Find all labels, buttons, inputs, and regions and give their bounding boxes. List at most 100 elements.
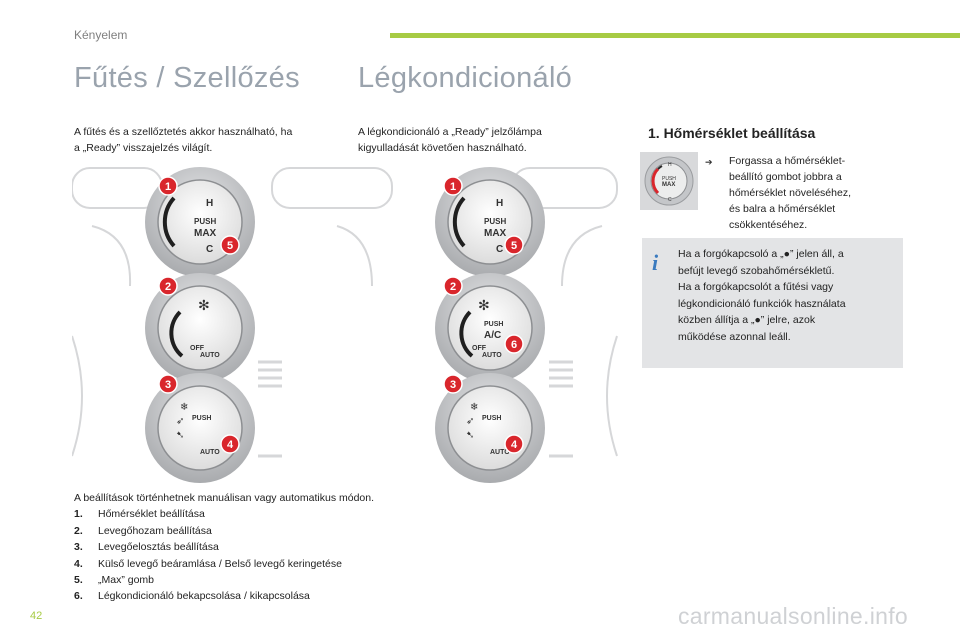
legend-number: 6. (74, 590, 83, 603)
max-label: MAX (194, 228, 217, 239)
push-label: PUSH (484, 321, 503, 328)
legend-number: 2. (74, 524, 83, 537)
header-accent-bar (390, 33, 960, 38)
info-line: befújt levegő szobahőmérsékletű. (678, 264, 835, 277)
instruction-line: beállító gombot jobbra a (729, 171, 842, 183)
fan-icon: ✻ (198, 297, 210, 313)
knob-distribution-left: ❄ ➶ ➷ PUSH AUTO (145, 373, 255, 483)
legend-text: Levegőelosztás beállítása (98, 541, 219, 554)
temp-high-label: H (206, 198, 213, 209)
temp-low-label: C (496, 244, 503, 255)
fan-icon: ✻ (478, 297, 490, 313)
airflow-feet-icon: ➷ (466, 430, 474, 441)
auto-label: AUTO (200, 449, 220, 456)
marker-number: 5 (227, 240, 233, 252)
push-label: PUSH (482, 415, 501, 422)
push-label: PUSH (192, 415, 211, 422)
marker-5-right: 5 (504, 235, 524, 255)
airflow-face-icon: ➶ (176, 416, 184, 427)
legend-intro: A beállítások történhetnek manuálisan va… (74, 492, 375, 504)
knob-h-label: H (668, 162, 672, 168)
off-label: OFF (190, 345, 205, 352)
marker-3-right: 3 (443, 374, 463, 394)
marker-number: 4 (227, 439, 234, 451)
info-line: működése azonnal leáll. (678, 330, 791, 343)
push-label: PUSH (484, 217, 506, 226)
airflow-feet-icon: ➷ (176, 430, 184, 441)
marker-2-right: 2 (443, 276, 463, 296)
info-icon: i (652, 250, 659, 275)
temperature-instructions: ➔ Forgassa a hőmérséklet- beállító gombo… (705, 153, 905, 233)
watermark: carmanualsonline.info (677, 603, 908, 629)
temp-low-label: C (206, 244, 213, 255)
legend-item: 3. Levegőelosztás beállítása (74, 539, 374, 555)
marker-3-left: 3 (158, 374, 178, 394)
info-box (642, 238, 903, 368)
legend-number: 4. (74, 557, 83, 570)
legend-item: 6. Légkondicionáló bekapcsolása / kikapcs… (74, 588, 374, 604)
marker-number: 6 (511, 339, 517, 351)
marker-number: 1 (450, 181, 456, 193)
marker-number: 4 (511, 439, 518, 451)
temp-high-label: H (496, 198, 503, 209)
knob-c-label: C (668, 197, 672, 203)
heading-temperature: 1. Hőmérséklet beállítása (648, 125, 816, 141)
section-label: Kényelem (74, 28, 128, 42)
intro-ac-line: kigyulladását követően használható. (358, 142, 527, 154)
legend-item: 4. Külső levegő beáramlása / Belső levegő… (74, 556, 374, 572)
temperature-knob-illustration: H PUSH MAX C (640, 152, 698, 210)
marker-number: 2 (165, 281, 171, 293)
ac-label: A/C (484, 330, 501, 341)
defrost-icon: ❄ (470, 402, 478, 413)
info-line: Ha a forgókapcsoló a „●” jelen áll, a (678, 248, 844, 260)
marker-number: 2 (450, 281, 456, 293)
info-line: Ha a forgókapcsolót a fűtési vagy (678, 281, 834, 293)
legend-item: 5. „Max” gomb (74, 572, 374, 588)
legend-number: 5. (74, 574, 83, 587)
instruction-line: Forgassa a hőmérséklet- (729, 155, 846, 167)
legend-text: Hőmérséklet beállítása (98, 508, 205, 521)
marker-5-left: 5 (220, 235, 240, 255)
instruction-line: és balra a hőmérséklet (729, 203, 836, 215)
airflow-face-icon: ➶ (466, 416, 474, 427)
legend-item: 1. Hőmérséklet beállítása (74, 506, 374, 522)
knob-push-label: PUSH (662, 176, 676, 182)
push-label: PUSH (194, 217, 216, 226)
legend-item: 2. Levegőhozam beállítása (74, 523, 374, 539)
marker-number: 1 (165, 181, 171, 193)
marker-2-left: 2 (158, 276, 178, 296)
off-label: OFF (472, 345, 487, 352)
defrost-icon: ❄ (180, 402, 188, 413)
legend-text: Külső levegő beáramlása / Belső levegő k… (98, 557, 342, 570)
auto-label: AUTO (490, 449, 510, 456)
intro-heating-line: A fűtés és a szellőztetés akkor használh… (74, 126, 293, 138)
info-text: Ha a forgókapcsoló a „●” jelen áll, a be… (678, 246, 893, 345)
info-line: közben állítja a „●” jelre, azok (678, 314, 816, 326)
intro-heating: A fűtés és a szellőztetés akkor használh… (74, 124, 292, 156)
legend-text: Levegőhozam beállítása (98, 524, 212, 537)
marker-4-right: 4 (504, 434, 524, 454)
marker-1-left: 1 (158, 176, 178, 196)
legend-number: 3. (74, 541, 83, 554)
legend: A beállítások történhetnek manuálisan va… (74, 490, 374, 605)
knob-fan-left: ✻ OFF AUTO (145, 273, 255, 383)
marker-number: 5 (511, 240, 517, 252)
arrow-bullet-icon: ➔ (705, 157, 713, 167)
knob-max-label: MAX (662, 182, 675, 188)
legend-text: Légkondicionáló bekapcsolása / kikapcsol… (98, 590, 310, 603)
marker-number: 3 (165, 379, 171, 391)
marker-1-right: 1 (443, 176, 463, 196)
title-heating: Fűtés / Szellőzés (74, 62, 300, 94)
title-ac: Légkondicionáló (358, 62, 573, 94)
marker-number: 3 (450, 379, 456, 391)
control-panel-illustration: H PUSH MAX C ✻ OFF AUTO ❄ ➶ ➷ PUSH AUTO … (72, 167, 618, 483)
page-number: 42 (30, 610, 43, 622)
marker-4-left: 4 (220, 434, 240, 454)
instruction-line: csökkentéséhez. (729, 219, 808, 231)
info-line: légkondicionáló funkciók használata (678, 297, 846, 310)
auto-label: AUTO (200, 352, 220, 359)
legend-text: „Max” gomb (98, 574, 155, 587)
intro-ac: A légkondicionáló a „Ready” jelzőlámpa k… (358, 124, 542, 156)
auto-label: AUTO (482, 352, 502, 359)
legend-number: 1. (74, 508, 83, 521)
